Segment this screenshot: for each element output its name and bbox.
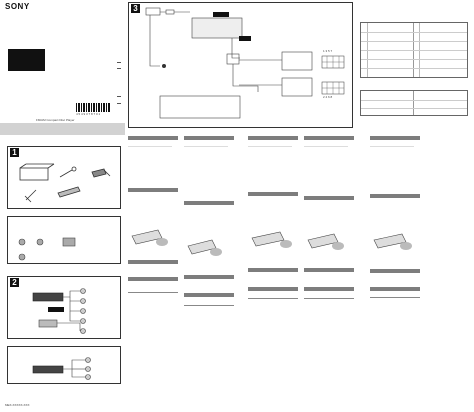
- column-header-bar: [304, 136, 354, 140]
- text-line: [304, 146, 348, 147]
- margin-mark: [117, 103, 121, 104]
- margin-mark: [117, 96, 121, 97]
- divider-line: [184, 305, 234, 306]
- pin-numbers-b: 2 4 6 8: [323, 95, 333, 99]
- case-icon: [62, 237, 76, 247]
- black-label: [213, 12, 229, 17]
- speaker-icon: [80, 308, 86, 314]
- speaker-icon: [85, 357, 91, 363]
- screw-icon: [24, 189, 37, 203]
- note-box: [159, 95, 241, 119]
- speaker-icon: [80, 298, 86, 304]
- release-key-icon: [59, 166, 77, 178]
- barcode: [76, 103, 110, 112]
- margin-mark: [117, 62, 121, 63]
- wire-table: [360, 22, 468, 78]
- ground-icon: [162, 64, 166, 68]
- step-header-bar: [248, 268, 298, 272]
- step-header-bar: [370, 269, 420, 273]
- step-header-bar: [304, 268, 354, 272]
- divider-line: [248, 298, 298, 299]
- step-header-bar: [128, 260, 178, 264]
- hand-icon: [280, 240, 292, 248]
- section-3-panel: [128, 2, 353, 128]
- text-line: [184, 146, 228, 147]
- hand-icon: [400, 242, 412, 250]
- section-3-number: 3: [131, 4, 140, 13]
- hand-icon: [156, 238, 168, 246]
- section-1-number: 1: [10, 148, 19, 157]
- connector-block-a: [281, 51, 313, 71]
- amplifier-icon: [38, 319, 58, 328]
- sony-logo: SONY: [5, 2, 30, 11]
- connection-panel: [7, 346, 121, 384]
- step-header-bar: [304, 196, 354, 200]
- step-header-bar: [370, 287, 420, 291]
- divider-line: [304, 298, 354, 299]
- step-header-bar: [184, 201, 234, 205]
- speaker-icon: [80, 328, 86, 334]
- accessory-panel: [7, 216, 121, 264]
- section-1-panel: [7, 146, 121, 209]
- speaker-icon: [80, 288, 86, 294]
- speaker-icon: [80, 318, 86, 324]
- divider-line: [128, 292, 178, 293]
- step-header-bar: [128, 188, 178, 192]
- text-line: [248, 146, 292, 147]
- text-line: [128, 146, 172, 147]
- step-header-bar: [370, 194, 420, 198]
- footer-model-code: MEX-XXXXX-XXX: [5, 403, 30, 407]
- black-label: [48, 307, 64, 312]
- knob-icon: [36, 238, 44, 246]
- column-header-bar: [128, 136, 178, 140]
- section-2-panel: [7, 276, 121, 339]
- dark-cover-image: [8, 49, 45, 71]
- model-code: FM/AM Compact Disc Player: [36, 118, 75, 122]
- step-header-bar: [184, 275, 234, 279]
- speaker-icon: [85, 374, 91, 380]
- step-header-bar: [248, 192, 298, 196]
- column-header-bar: [184, 136, 234, 140]
- front-panel-icon: [57, 186, 81, 198]
- hand-icon: [332, 242, 344, 250]
- margin-mark: [117, 68, 121, 69]
- spec-table: [360, 90, 468, 116]
- pin-numbers-a: 1 3 5 7: [323, 49, 333, 53]
- section-2-number: 2: [10, 278, 19, 287]
- head-unit-icon: [32, 365, 64, 374]
- connector-block-b: [281, 77, 313, 97]
- step-header-bar: [248, 287, 298, 291]
- step-header-bar: [128, 277, 178, 281]
- antenna-connector-icon: [145, 7, 161, 16]
- divider-line: [370, 297, 420, 298]
- mounting-sleeve-icon: [19, 163, 55, 181]
- cover-gray-strip: [0, 123, 125, 135]
- black-label: [239, 36, 251, 41]
- step-header-bar: [184, 293, 234, 297]
- head-unit-rear-icon: [191, 17, 243, 39]
- hand-inserting-unit-icon: [251, 231, 285, 247]
- column-header-bar: [370, 136, 420, 140]
- speaker-icon: [85, 366, 91, 372]
- power-cord-icon: [91, 168, 111, 178]
- knob-icon: [18, 253, 26, 261]
- knob-icon: [18, 238, 26, 246]
- text-line: [370, 146, 414, 147]
- column-header-bar: [248, 136, 298, 140]
- barcode-number: 4 5 4 9 3 7 8 7 0 1: [76, 112, 101, 116]
- step-header-bar: [304, 287, 354, 291]
- hand-icon: [210, 248, 222, 256]
